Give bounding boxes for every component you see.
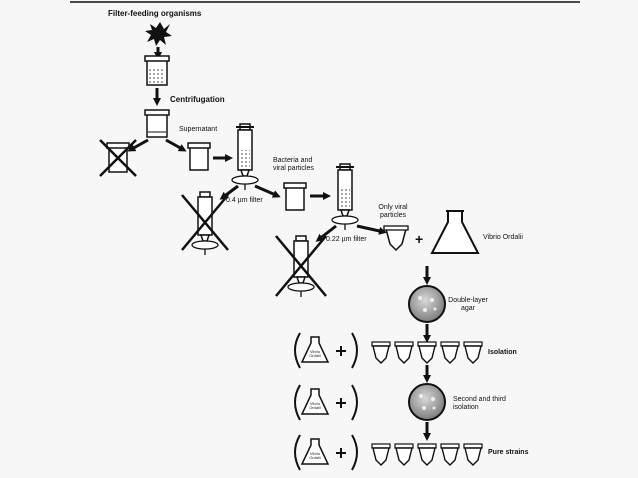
title-label: Filter-feeding organisms <box>108 9 202 18</box>
discarded-pellet-icon <box>99 139 137 177</box>
isolation-label: Isolation <box>488 349 517 356</box>
eppendorf-tube <box>440 341 460 364</box>
filtrate-tube-1-icon <box>283 182 307 211</box>
arrow-to-pellet <box>127 138 149 152</box>
eppendorf-tube <box>371 341 391 364</box>
vibrio-flask-icon <box>430 210 480 254</box>
eppendorf-tube <box>371 443 391 466</box>
discarded-syringe-04-icon <box>181 191 229 255</box>
agar-plate-1-icon <box>408 285 446 323</box>
supernatant-label: Supernatant <box>179 126 218 133</box>
bacteria-viral-label: Bacteria and viral particles <box>273 157 314 173</box>
pure-strains-tube-row <box>371 443 483 466</box>
syringe-04-icon <box>231 123 259 190</box>
eppendorf-tube <box>463 341 483 364</box>
arrow-to-filter04-retained <box>219 184 239 200</box>
second-third-label: Second and third isolation <box>453 396 506 412</box>
isolation-flask-group <box>294 332 358 369</box>
viral-tube-icon <box>383 225 409 252</box>
eppendorf-tube <box>394 341 414 364</box>
syringe-022-icon <box>331 163 359 230</box>
arrow-to-supernatant <box>165 138 187 152</box>
eppendorf-tube <box>417 443 437 466</box>
organisms-icon <box>145 22 172 46</box>
flask-label-row1: Vibrio Ordalii <box>309 349 321 359</box>
arrow-to-filtrate1 <box>254 184 281 198</box>
vibrio-label: Vibrio Ordalii <box>483 234 523 241</box>
flask-label-row2: Vibrio Ordalii <box>309 401 321 411</box>
discarded-syringe-022-icon <box>275 235 327 297</box>
isolation-tube-row <box>371 341 483 364</box>
eppendorf-tube <box>440 443 460 466</box>
centrifuged-tube-icon <box>144 109 170 138</box>
pure-strains-flask-group <box>294 434 358 471</box>
eppendorf-tube <box>417 341 437 364</box>
arrow-to-filter022-retained <box>315 224 337 242</box>
plus-sign: + <box>415 231 424 247</box>
only-viral-label: Only viral particles <box>378 204 408 220</box>
filter-04-label: 0.4 µm filter <box>226 197 263 204</box>
filter-022-label: 0.22 µm filter <box>326 236 367 243</box>
double-layer-label: Double-layer agar <box>448 297 488 313</box>
sample-tube-icon <box>144 55 170 86</box>
eppendorf-tube <box>394 443 414 466</box>
second-isolation-flask-group <box>294 384 358 421</box>
supernatant-tube-icon <box>187 142 211 171</box>
eppendorf-tube <box>463 443 483 466</box>
arrow-to-viral <box>356 224 387 235</box>
agar-plate-2-icon <box>408 383 446 421</box>
flask-label-row3: Vibrio Ordalii <box>309 451 321 461</box>
centrifugation-label: Centrifugation <box>170 95 225 104</box>
pure-strains-label: Pure strains <box>488 449 529 456</box>
